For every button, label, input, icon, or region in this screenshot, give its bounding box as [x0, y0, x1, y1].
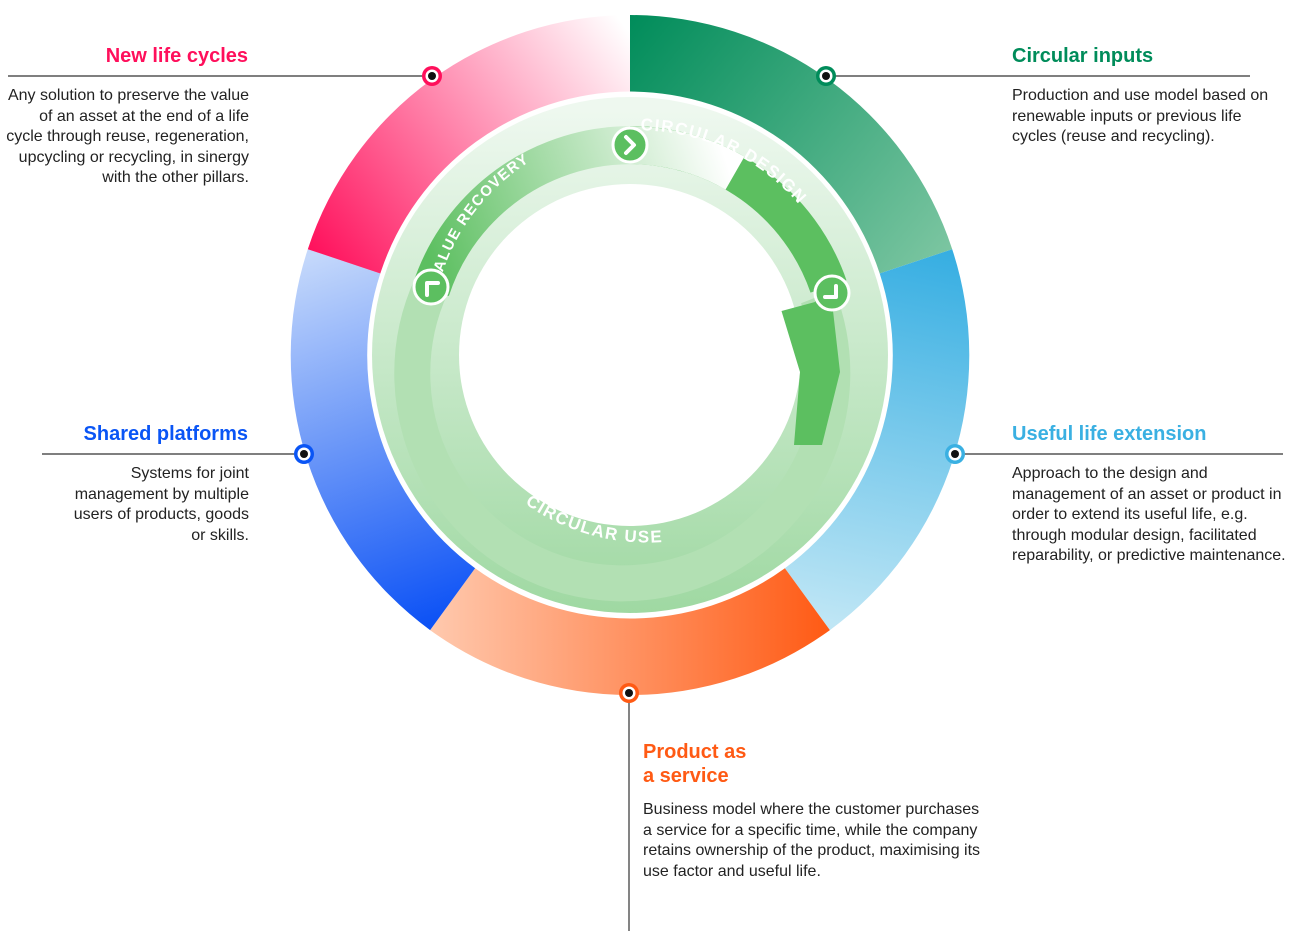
- outer-ring: [290, 15, 970, 696]
- arrow-badge-use: [813, 274, 851, 312]
- segment-new-life-cycles: [307, 15, 630, 274]
- desc-new-life-cycles: Any solution to preserve the value of an…: [6, 87, 249, 186]
- title-circular-inputs: Circular inputs: [1012, 45, 1154, 67]
- title-useful-life-extension: Useful life extension: [1012, 423, 1207, 445]
- title-product-as-service-line1: Product as: [643, 741, 747, 763]
- dot-shared-platforms: [294, 444, 314, 464]
- title-product-as-service: Product as a service: [643, 740, 843, 788]
- value-recovery-arc: [412, 126, 745, 297]
- segment-shared-platforms: [290, 249, 476, 631]
- desc-shared-platforms: Systems for joint management by multiple…: [73, 465, 249, 544]
- inner-white-disk: [459, 184, 801, 526]
- chevron-right-icon: [624, 135, 636, 155]
- arrow-badge-recovery: [412, 268, 450, 306]
- segment-useful-life-extension: [784, 249, 970, 631]
- circular-use-arrow-tail: [781, 295, 840, 445]
- dot-circular-inputs: [816, 66, 836, 86]
- segment-product-as-service: [430, 568, 830, 696]
- arrow-badge-design: [611, 126, 649, 164]
- leader-lines: [8, 75, 1283, 931]
- connector-dots: [294, 66, 965, 703]
- desc-useful-life-extension: Approach to the design and management of…: [1012, 465, 1286, 564]
- dot-new-life-cycles: [422, 66, 442, 86]
- segment-circular-inputs: [630, 15, 953, 274]
- chevron-up-icon: [425, 281, 440, 297]
- title-new-life-cycles: New life cycles: [105, 45, 248, 67]
- dot-product-as-service: [619, 683, 639, 703]
- title-product-as-service-line2: a service: [643, 765, 729, 787]
- desc-circular-inputs: Production and use model based on renewa…: [1012, 87, 1269, 145]
- title-shared-platforms: Shared platforms: [83, 423, 248, 445]
- desc-product-as-service: Business model where the customer purcha…: [643, 801, 981, 880]
- chevron-down-icon: [823, 284, 838, 299]
- dot-useful-life-extension: [945, 444, 965, 464]
